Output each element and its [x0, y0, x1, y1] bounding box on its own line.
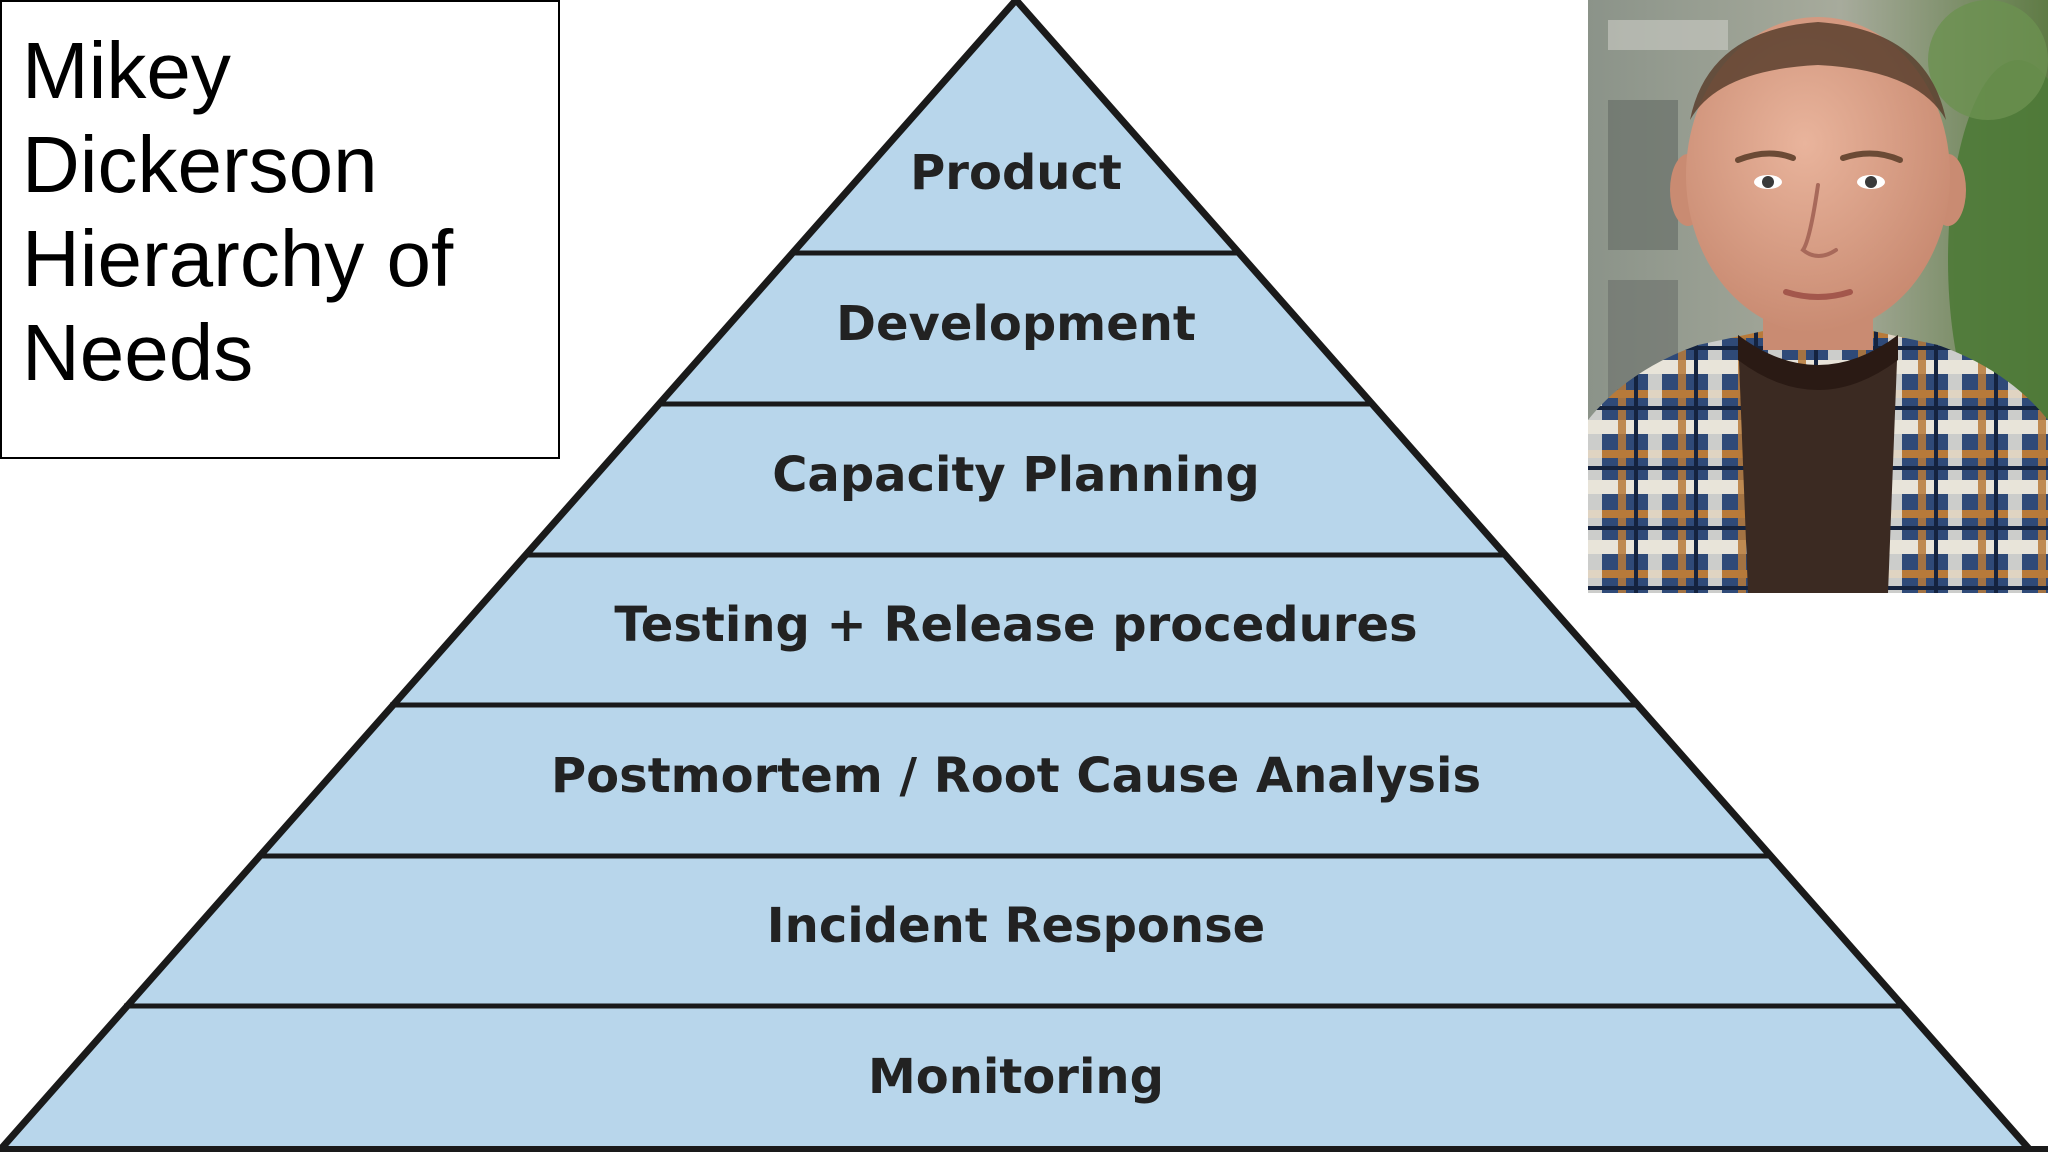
title-line-2: Dickerson: [22, 120, 378, 209]
foliage-icon: [1948, 60, 2048, 460]
level-label-testing-release: Testing + Release procedures: [614, 597, 1417, 653]
title-line-3: Hierarchy of: [22, 214, 454, 303]
level-label-monitoring: Monitoring: [868, 1049, 1164, 1105]
portrait-illustration: [1588, 0, 2048, 593]
title-line-4: Needs: [22, 308, 254, 397]
pyramid-dividers: [124, 250, 1904, 1009]
portrait-photo: [1588, 0, 2048, 593]
title-box: Mikey Dickerson Hierarchy of Needs: [0, 0, 560, 459]
level-label-incident-response: Incident Response: [767, 898, 1265, 954]
face-icon: [1686, 17, 1950, 333]
level-label-product: Product: [910, 145, 1122, 201]
title-line-1: Mikey: [22, 26, 231, 115]
building-window-icon: [1608, 100, 1678, 250]
level-label-capacity-planning: Capacity Planning: [772, 447, 1260, 503]
level-label-development: Development: [836, 296, 1196, 352]
level-label-postmortem: Postmortem / Root Cause Analysis: [551, 748, 1481, 804]
